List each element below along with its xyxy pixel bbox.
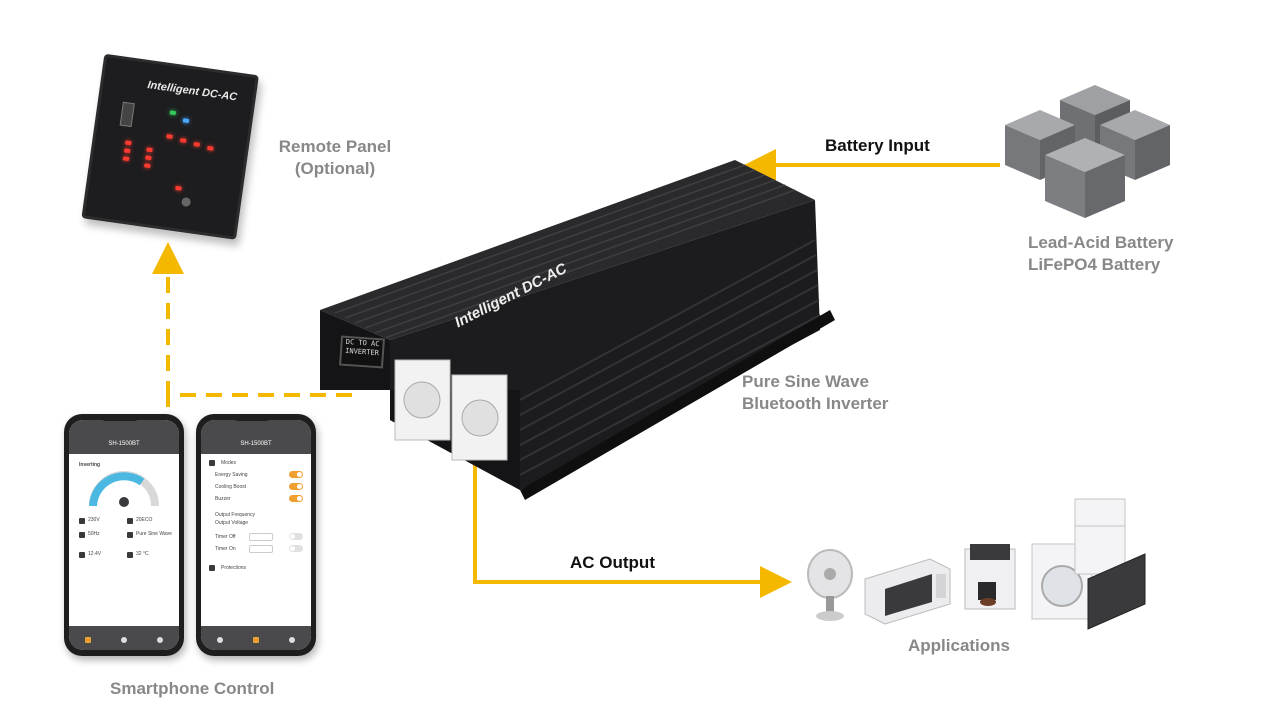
tv-icon [1087, 553, 1146, 630]
frequency-icon [79, 532, 85, 538]
metric-value: 20ECO [136, 517, 153, 523]
battery-type-line2: LiFePO4 Battery [1028, 255, 1161, 274]
inverter-label: Pure Sine Wave Bluetooth Inverter [742, 371, 888, 415]
remote-led [144, 163, 151, 169]
nav-home-icon[interactable] [85, 637, 91, 643]
timer-on-field[interactable] [249, 545, 273, 553]
metric-value: Pure Sine Wave [136, 531, 172, 537]
battery-type-line1: Lead-Acid Battery [1028, 233, 1174, 252]
remote-knob [181, 196, 192, 208]
remote-led [125, 140, 132, 146]
setting-label: Timer Off [215, 534, 236, 540]
phone-header: SH-1500BT [69, 420, 179, 454]
remote-led-green [169, 110, 177, 116]
remote-led [145, 155, 152, 161]
remote-panel-label-line1: Remote Panel [278, 137, 392, 156]
remote-led [207, 145, 214, 151]
phone-notch [100, 414, 140, 421]
applications-label: Applications [908, 636, 1011, 655]
phone-screen: SH-1500BT Inverting 230V 20ECO 50Hz Pure… [69, 420, 179, 650]
power-gauge [89, 471, 159, 507]
timer-off-field[interactable] [249, 533, 273, 541]
modes-icon [209, 460, 215, 466]
setting-label: Buzzer [215, 496, 231, 502]
fan-icon [807, 549, 853, 621]
battery-type-label: Lead-Acid Battery LiFePO4 Battery [1028, 232, 1173, 276]
wave-icon [127, 532, 133, 538]
battery-stack [1005, 85, 1170, 218]
nav-info-icon[interactable] [157, 637, 163, 643]
phone-notch [232, 414, 272, 421]
buzzer-toggle[interactable] [289, 495, 303, 502]
remote-brand: Intelligent DC-AC [146, 79, 238, 104]
setting-label: Output Frequency [215, 512, 256, 518]
timer-off-toggle[interactable] [289, 533, 303, 540]
setting-label: Cooling Boost [215, 484, 247, 490]
remote-panel-body: Intelligent DC-AC [81, 53, 259, 240]
refrigerator-icon [1074, 498, 1126, 575]
inverter-display: DC TO AC INVERTER [339, 335, 385, 369]
setting-label: Timer On [215, 546, 236, 552]
temperature-icon [127, 552, 133, 558]
remote-led [179, 138, 187, 143]
protections-row[interactable]: Protections [221, 565, 247, 571]
remote-led [193, 142, 200, 147]
inverter-top-face [320, 160, 815, 340]
smartphone-control-label: Smartphone Control [110, 679, 275, 698]
phone-header: SH-1500BT [201, 420, 311, 454]
phone-nav-bar [69, 626, 179, 650]
metric-value: 230V [88, 517, 100, 523]
microwave-icon [864, 558, 951, 625]
ac-output-label: AC Output [570, 553, 655, 572]
remote-panel-label-line2: (Optional) [294, 159, 376, 178]
section-title: Inverting [79, 462, 101, 468]
inverter-base-flange [520, 310, 835, 500]
smartphone-monitor: SH-1500BT Inverting 230V 20ECO 50Hz Pure… [64, 414, 184, 656]
remote-power-switch [119, 101, 135, 128]
setting-label: Energy Saving [215, 472, 248, 478]
setting-label: Output Voltage [215, 520, 249, 526]
metric-value: 50Hz [88, 531, 100, 537]
remote-panel-label: Remote Panel (Optional) [270, 136, 400, 180]
remote-led [122, 156, 130, 162]
inverter-device [320, 160, 835, 500]
nav-info-icon[interactable] [289, 637, 295, 643]
remote-led [146, 147, 153, 153]
nav-settings-icon[interactable] [253, 637, 259, 643]
battery-icon [1045, 138, 1125, 218]
battery-voltage-icon [79, 552, 85, 558]
timer-on-toggle[interactable] [289, 545, 303, 552]
smartphone-settings: SH-1500BT Modes Energy Saving Cooling Bo… [196, 414, 316, 656]
remote-panel: Intelligent DC-AC [81, 53, 263, 243]
inverter-side-fins [519, 239, 821, 476]
battery-input-label: Battery Input [825, 136, 930, 155]
remote-led [166, 134, 173, 139]
coffee-machine-icon [964, 544, 1016, 610]
mode-icon [127, 518, 133, 524]
metric-value: 12.4V [88, 551, 102, 557]
energy-saving-toggle[interactable] [289, 471, 303, 478]
voltage-icon [79, 518, 85, 524]
section-title: Modes [221, 460, 237, 466]
appliances-group [807, 498, 1146, 630]
inverter-top-fins [334, 164, 796, 339]
inverter-label-line2: Bluetooth Inverter [742, 394, 889, 413]
phone-screen: SH-1500BT Modes Energy Saving Cooling Bo… [201, 420, 311, 650]
inverter-label-line1: Pure Sine Wave [742, 372, 869, 391]
nav-settings-icon[interactable] [121, 637, 127, 643]
remote-led-blue [182, 118, 190, 124]
phone-nav-bar [201, 626, 311, 650]
ac-output-arrow [473, 460, 792, 598]
protections-icon [209, 565, 215, 571]
cooling-boost-toggle[interactable] [289, 483, 303, 490]
inverter-display-line2: INVERTER [344, 346, 380, 358]
nav-home-icon[interactable] [217, 637, 223, 643]
remote-led [123, 148, 131, 154]
metric-value: 32 °C [136, 551, 149, 557]
remote-led [175, 185, 182, 191]
